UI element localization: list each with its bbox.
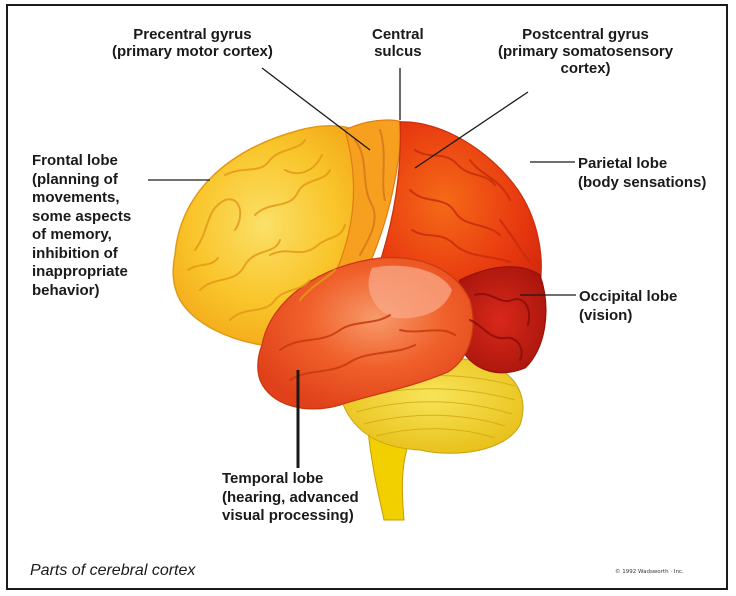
label-temporal-line3: visual processing) <box>222 507 359 526</box>
label-precentral-gyrus: Precentral gyrus (primary motor cortex) <box>112 26 273 60</box>
label-temporal-line1: Temporal lobe <box>222 470 359 489</box>
label-central-line1: Central <box>372 26 424 43</box>
label-parietal-line2: (body sensations) <box>578 173 706 192</box>
label-central-sulcus: Central sulcus <box>372 26 424 60</box>
label-postcentral-gyrus: Postcentral gyrus (primary somatosensory… <box>498 26 673 77</box>
label-precentral-line1: Precentral gyrus <box>112 26 273 43</box>
label-postcentral-line1: Postcentral gyrus <box>498 26 673 43</box>
label-frontal-line1: Frontal lobe <box>32 152 131 171</box>
label-parietal-lobe: Parietal lobe (body sensations) <box>578 154 706 192</box>
copyright-notice: © 1992 Wadsworth · Inc. <box>615 569 684 575</box>
label-occipital-lobe: Occipital lobe (vision) <box>579 287 677 325</box>
label-frontal-line6: inhibition of <box>32 245 131 264</box>
label-frontal-line2: (planning of <box>32 171 131 190</box>
label-frontal-line8: behavior) <box>32 282 131 301</box>
label-frontal-line3: movements, <box>32 189 131 208</box>
label-parietal-line1: Parietal lobe <box>578 154 706 173</box>
label-postcentral-line3: cortex) <box>498 60 673 77</box>
label-temporal-line2: (hearing, advanced <box>222 489 359 508</box>
label-temporal-lobe: Temporal lobe (hearing, advanced visual … <box>222 470 359 526</box>
label-frontal-line4: some aspects <box>32 208 131 227</box>
label-precentral-line2: (primary motor cortex) <box>112 43 273 60</box>
label-central-line2: sulcus <box>372 43 424 60</box>
label-postcentral-line2: (primary somatosensory <box>498 43 673 60</box>
figure-caption: Parts of cerebral cortex <box>30 562 195 580</box>
label-occipital-line2: (vision) <box>579 306 677 325</box>
label-occipital-line1: Occipital lobe <box>579 287 677 306</box>
label-frontal-line7: inappropriate <box>32 263 131 282</box>
label-frontal-line5: of memory, <box>32 226 131 245</box>
label-frontal-lobe: Frontal lobe (planning of movements, som… <box>32 152 131 300</box>
